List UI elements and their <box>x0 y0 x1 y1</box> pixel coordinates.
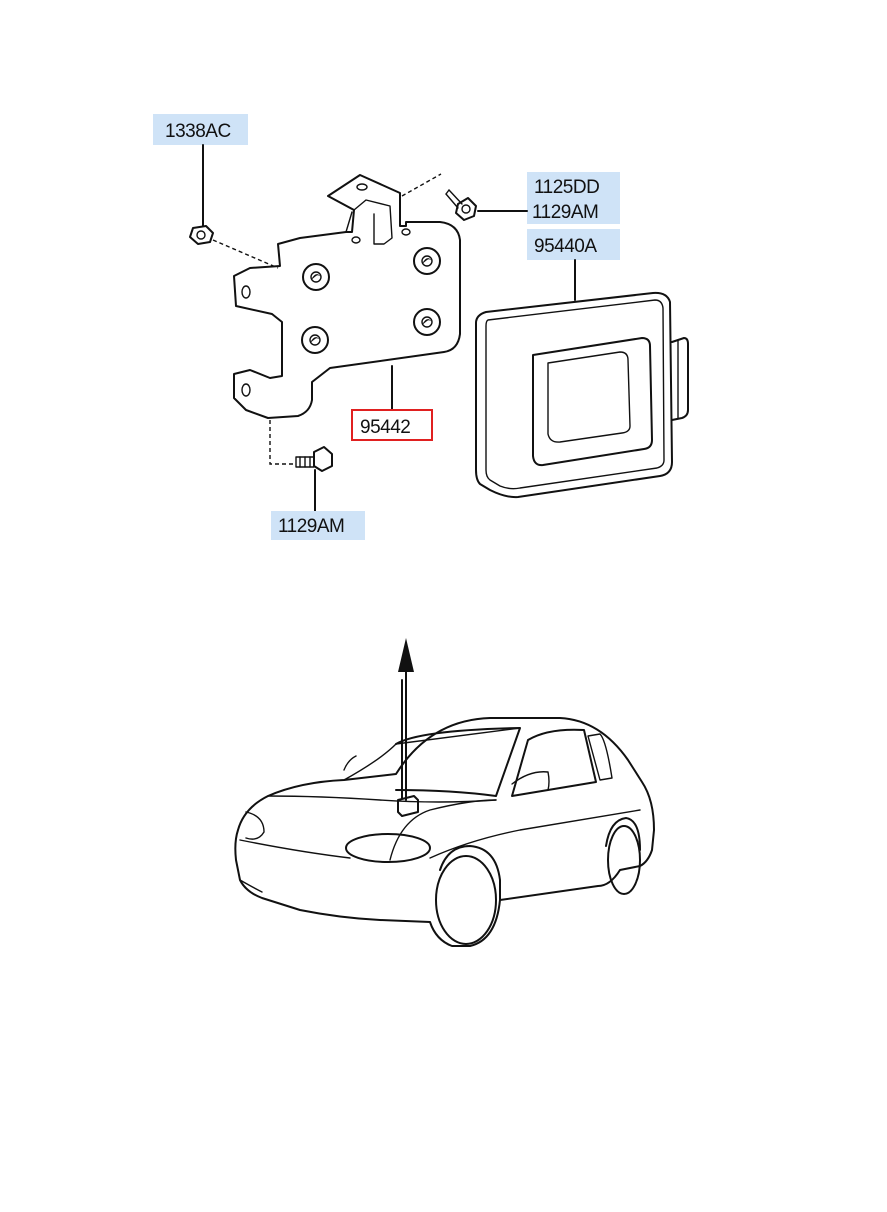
part-label-1338ac[interactable]: 1338AC <box>153 114 248 145</box>
mounting-hole <box>302 263 330 291</box>
nut-icon <box>189 225 214 245</box>
mounting-hole <box>413 247 441 275</box>
svg-text:95442: 95442 <box>360 417 410 438</box>
mounting-hole <box>301 326 329 354</box>
part-label-1129am-top[interactable]: 1129AM <box>527 198 620 224</box>
svg-text:1125DD: 1125DD <box>534 177 599 198</box>
assembly-line <box>401 173 442 197</box>
control-unit-module <box>475 291 689 499</box>
bolt-icon <box>445 189 477 221</box>
bolt-icon <box>295 446 333 472</box>
svg-text:1338AC: 1338AC <box>165 121 231 142</box>
assembly-line <box>212 239 279 269</box>
vehicle-location-view <box>234 638 655 947</box>
mounting-hole <box>413 308 441 336</box>
part-label-95442[interactable]: 95442 <box>351 409 433 441</box>
svg-text:95440A: 95440A <box>534 236 597 257</box>
svg-text:1129AM: 1129AM <box>278 516 344 537</box>
svg-text:1129AM: 1129AM <box>532 202 598 223</box>
part-label-95440a[interactable]: 95440A <box>527 229 620 260</box>
part-label-1125dd[interactable]: 1125DD <box>527 172 620 198</box>
arrow-up-icon <box>398 638 414 801</box>
mounting-bracket <box>233 174 461 419</box>
part-label-1129am-bottom[interactable]: 1129AM <box>271 511 365 540</box>
assembly-line <box>269 420 296 465</box>
module-location-marker <box>397 795 419 817</box>
